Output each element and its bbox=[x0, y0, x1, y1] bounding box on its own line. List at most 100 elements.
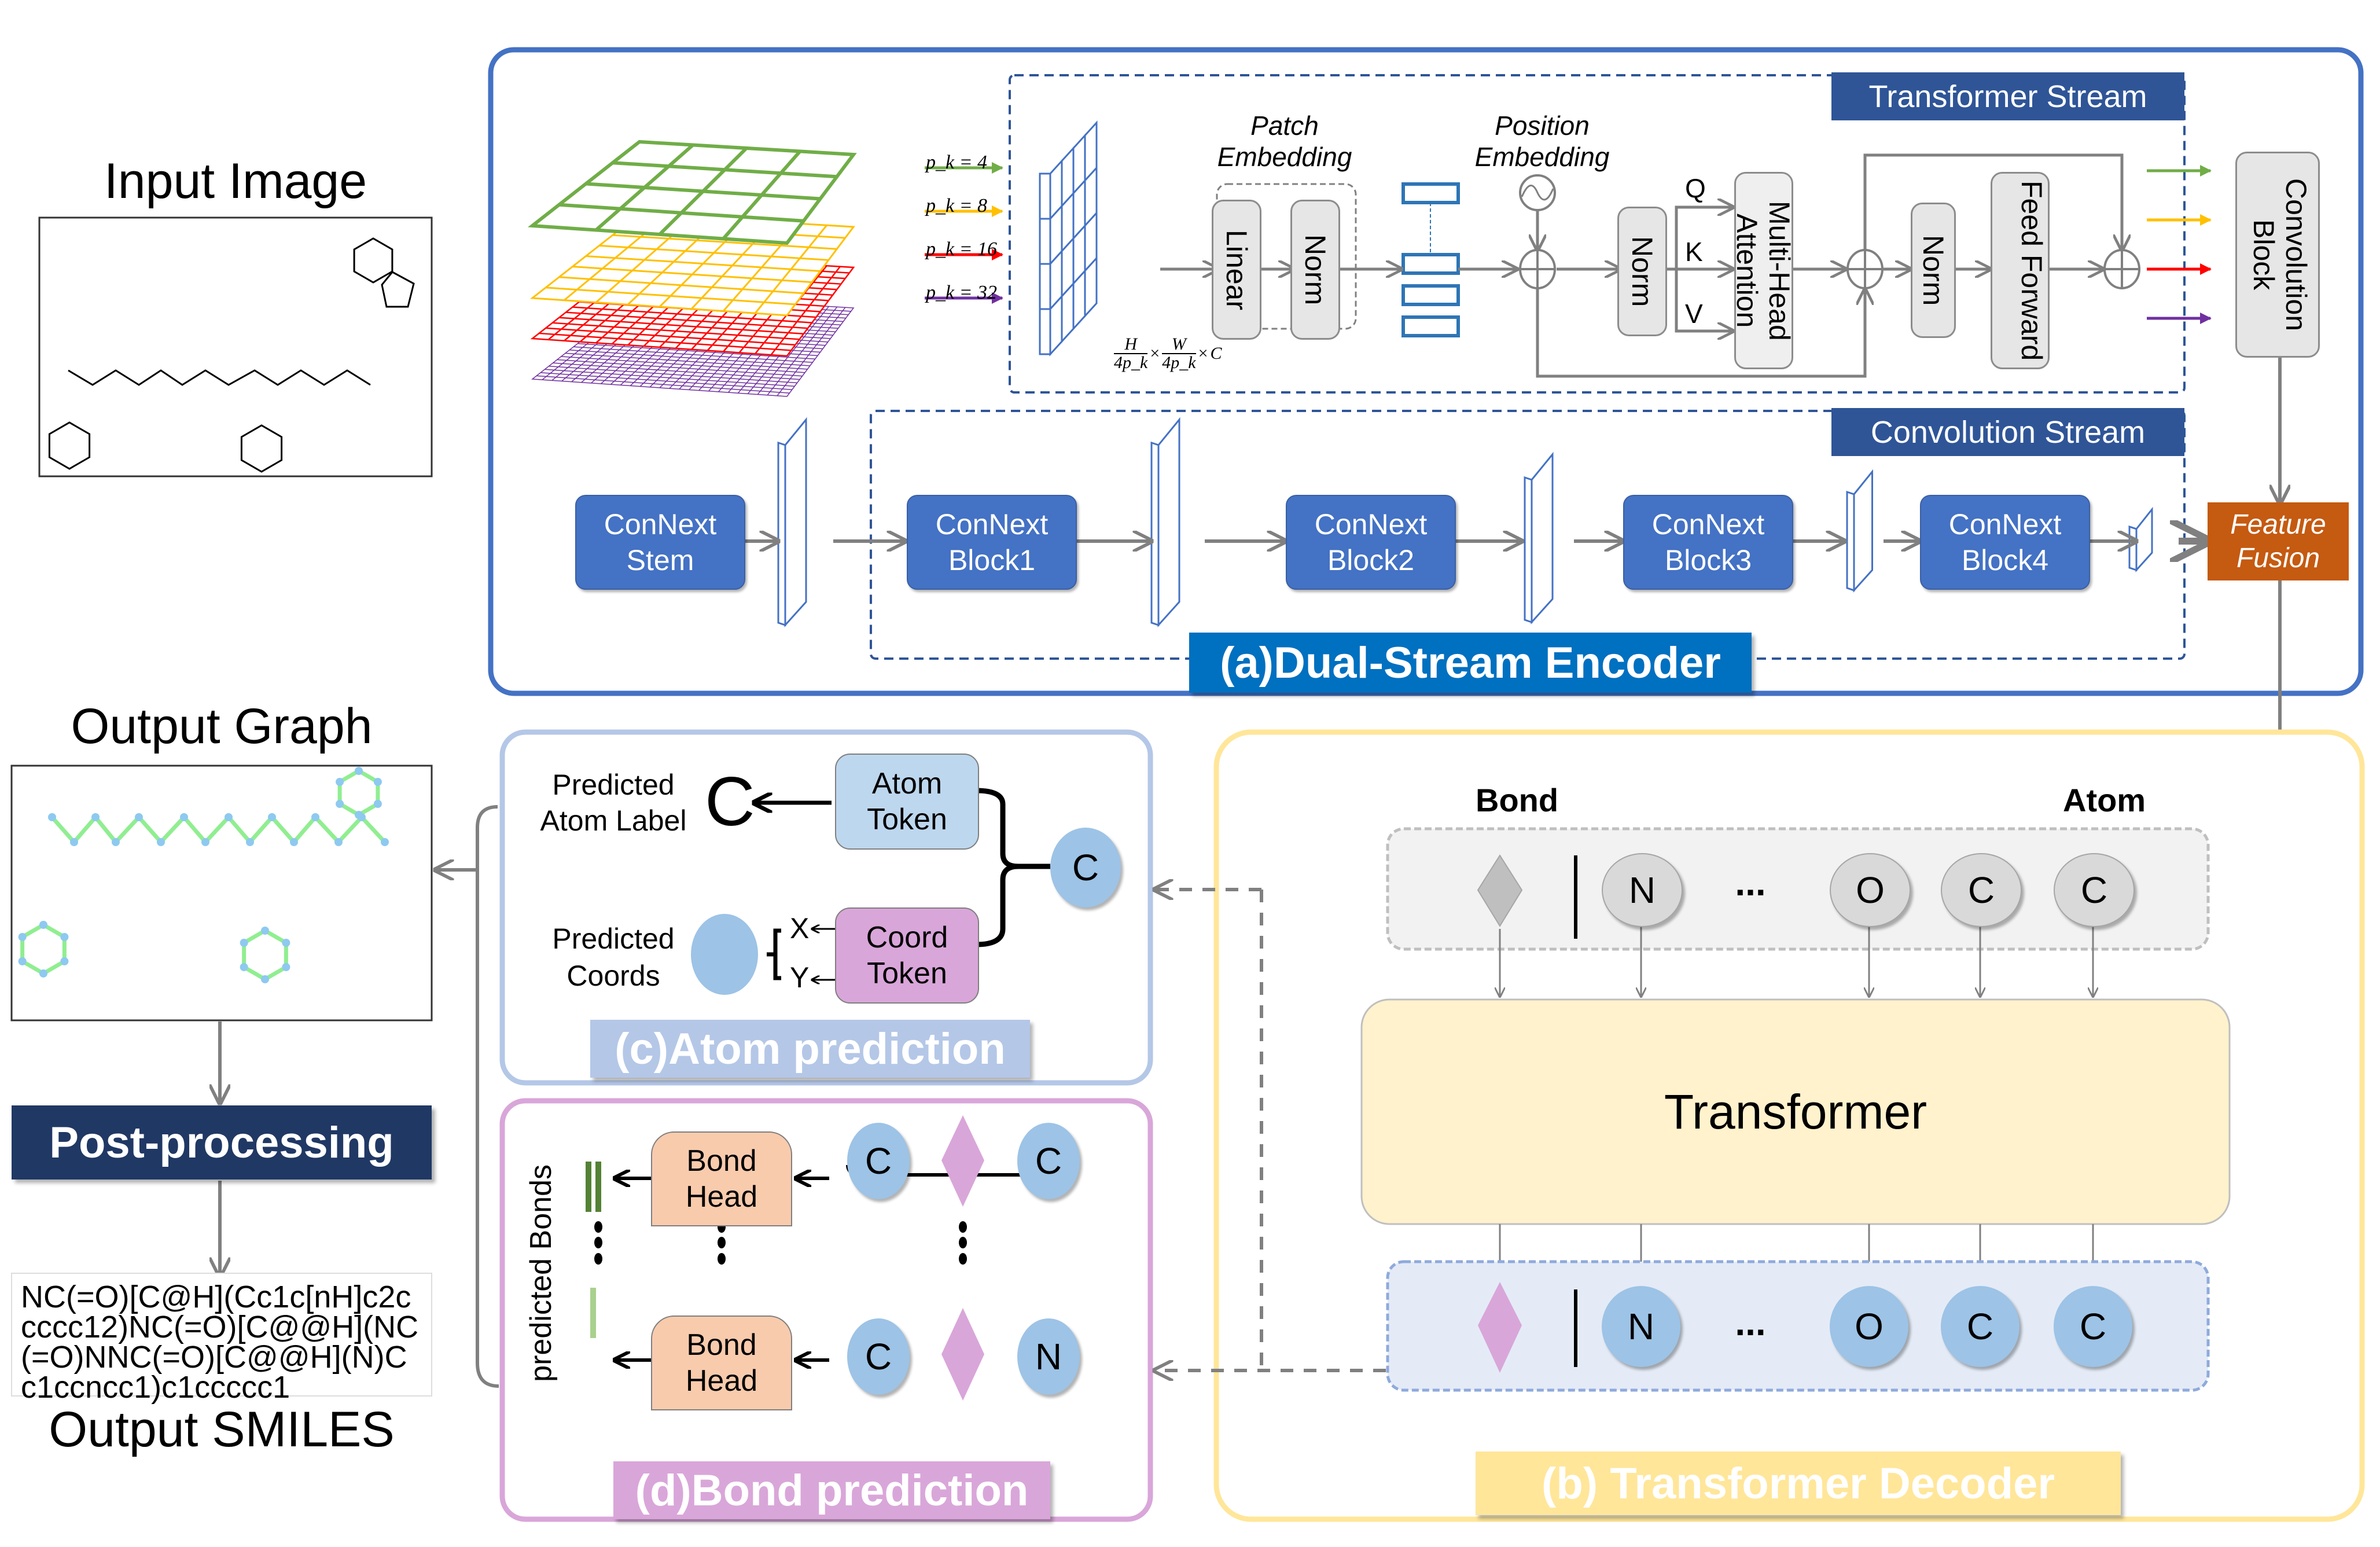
pyridine-ring bbox=[48, 421, 91, 470]
graph-atom bbox=[70, 838, 78, 846]
input-image-frame bbox=[38, 216, 433, 477]
graph-atom bbox=[180, 813, 188, 821]
feature-map-5 bbox=[2128, 525, 2138, 572]
add-icon-2 bbox=[1846, 249, 1884, 289]
ffn-norm-block: Norm bbox=[1911, 203, 1956, 338]
smiles-text: NC(=O)[C@H](Cc1c[nH]c2c cccc12)NC(=O)[C@… bbox=[21, 1280, 426, 1403]
smiles-frame bbox=[11, 1273, 432, 1397]
v-label: V bbox=[1685, 299, 1703, 329]
scale-label-32: p_k = 32 bbox=[926, 282, 998, 303]
graph-bond bbox=[72, 815, 97, 844]
indole-pyrrole-ring bbox=[381, 271, 415, 308]
convolution-block: Convolution Block bbox=[2235, 152, 2320, 358]
ellipsis-dots bbox=[594, 1221, 967, 1265]
encoder-caption: (a)Dual-Stream Encoder bbox=[1189, 633, 1752, 693]
post-processing-box: Post-processing bbox=[12, 1105, 432, 1179]
graph-atom bbox=[282, 939, 290, 947]
output-token-c2: C bbox=[2054, 1286, 2132, 1367]
graph-atom bbox=[39, 969, 47, 978]
scale-label-4: p_k = 4 bbox=[926, 152, 988, 173]
patch-cell-front bbox=[1039, 172, 1051, 220]
graph-atom bbox=[91, 813, 100, 821]
add-icon-3 bbox=[2103, 249, 2140, 289]
input-molecule-drawing bbox=[48, 237, 415, 473]
pair-1-left-atom: C bbox=[847, 1123, 910, 1199]
y-label: Y bbox=[790, 961, 810, 994]
input-token-c2: C bbox=[2054, 853, 2135, 927]
multi-head-attention-block: Multi-Head Attention bbox=[1731, 172, 1796, 369]
predicted-single-bond bbox=[590, 1288, 596, 1338]
linear-block: Linear bbox=[1212, 200, 1261, 340]
graph-atom bbox=[225, 813, 233, 821]
smiles-line: (=O)NNC(=O)[C@@H](N)C bbox=[21, 1340, 407, 1375]
position-embedding-wave-icon bbox=[1519, 174, 1556, 211]
graph-atom bbox=[201, 838, 209, 846]
graph-bond bbox=[137, 815, 163, 844]
graph-atom bbox=[261, 975, 269, 983]
bond-head-1: Bond Head bbox=[651, 1131, 792, 1226]
predicted-double-bond bbox=[586, 1162, 591, 1212]
add-icon-1 bbox=[1519, 249, 1556, 289]
output-token-n: N bbox=[1602, 1286, 1680, 1367]
output-bond-diamond bbox=[1478, 1282, 1522, 1373]
patch-embed-box bbox=[1216, 183, 1357, 330]
token-rect-2 bbox=[1401, 253, 1460, 275]
graph-bond bbox=[159, 815, 186, 844]
atom-prediction-caption: (c)Atom prediction bbox=[590, 1020, 1030, 1078]
input-token-c1: C bbox=[1941, 853, 2022, 927]
graph-atom bbox=[373, 800, 382, 808]
output-token-c1: C bbox=[1941, 1286, 2019, 1367]
feed-forward-block: Feed Forward bbox=[1991, 172, 2050, 369]
smiles-line: NC(=O)[C@H](Cc1c[nH]c2c bbox=[21, 1280, 411, 1314]
transformer-stream-frame bbox=[1009, 74, 2186, 394]
connext-block3: ConNext Block3 bbox=[1623, 495, 1793, 590]
graph-atom bbox=[290, 838, 298, 846]
graph-bond bbox=[227, 815, 252, 844]
graph-atom bbox=[268, 813, 276, 821]
connext-block4: ConNext Block4 bbox=[1920, 495, 2090, 590]
graph-bond bbox=[182, 815, 207, 844]
scale-label-8: p_k = 8 bbox=[926, 195, 988, 216]
pair-2-left-atom: C bbox=[847, 1318, 910, 1395]
feature-map-3 bbox=[1524, 476, 1533, 624]
connext-block1: ConNext Block1 bbox=[907, 495, 1077, 590]
token-rect-3 bbox=[1401, 284, 1460, 306]
coord-token-block: Coord Token bbox=[835, 907, 979, 1004]
graph-atom bbox=[240, 939, 248, 947]
pair-1-right-atom: C bbox=[1017, 1123, 1080, 1199]
decoder-caption: (b) Transformer Decoder bbox=[1476, 1452, 2121, 1515]
graph-bond bbox=[114, 815, 141, 844]
pair-2-right-atom: N bbox=[1017, 1318, 1080, 1395]
graph-atom bbox=[355, 767, 363, 775]
graph-atom bbox=[336, 800, 344, 808]
attn-norm-block: Norm bbox=[1617, 207, 1667, 336]
patch-grid-layers bbox=[527, 139, 857, 397]
token-rect-4 bbox=[1401, 315, 1460, 337]
graph-atom bbox=[282, 963, 290, 971]
graph-atom bbox=[135, 813, 143, 821]
input-image-title: Input Image bbox=[104, 153, 367, 209]
decoder-bond-label: Bond bbox=[1476, 782, 1559, 818]
graph-atom bbox=[261, 927, 269, 935]
graph-bond bbox=[248, 815, 274, 844]
graph-atom bbox=[39, 921, 47, 929]
graph-atom bbox=[60, 957, 69, 965]
bond-head-2: Bond Head bbox=[651, 1315, 792, 1410]
patch-embedding-label: Patch Embedding bbox=[1217, 111, 1352, 172]
predicted-atom-value: C bbox=[705, 763, 755, 840]
input-token-n: N bbox=[1602, 853, 1683, 927]
encoder-panel-border bbox=[488, 47, 2364, 696]
input-token-o: O bbox=[1830, 853, 1911, 927]
graph-atom bbox=[18, 957, 27, 965]
predicted-coords-text: Predicted Coords bbox=[552, 923, 675, 992]
output-graph-frame bbox=[10, 765, 433, 1021]
patch-cell-front bbox=[1039, 308, 1051, 355]
smiles-line: cccc12)NC(=O)[C@@H](NC bbox=[21, 1310, 419, 1344]
output-smiles-title: Output SMILES bbox=[49, 1401, 395, 1457]
graph-atom bbox=[358, 813, 366, 821]
graph-atom bbox=[18, 933, 27, 941]
input-bond-diamond bbox=[1477, 854, 1523, 927]
graph-bond bbox=[292, 815, 317, 844]
patch-cell-front bbox=[1039, 263, 1051, 310]
output-graph-title: Output Graph bbox=[71, 698, 373, 754]
